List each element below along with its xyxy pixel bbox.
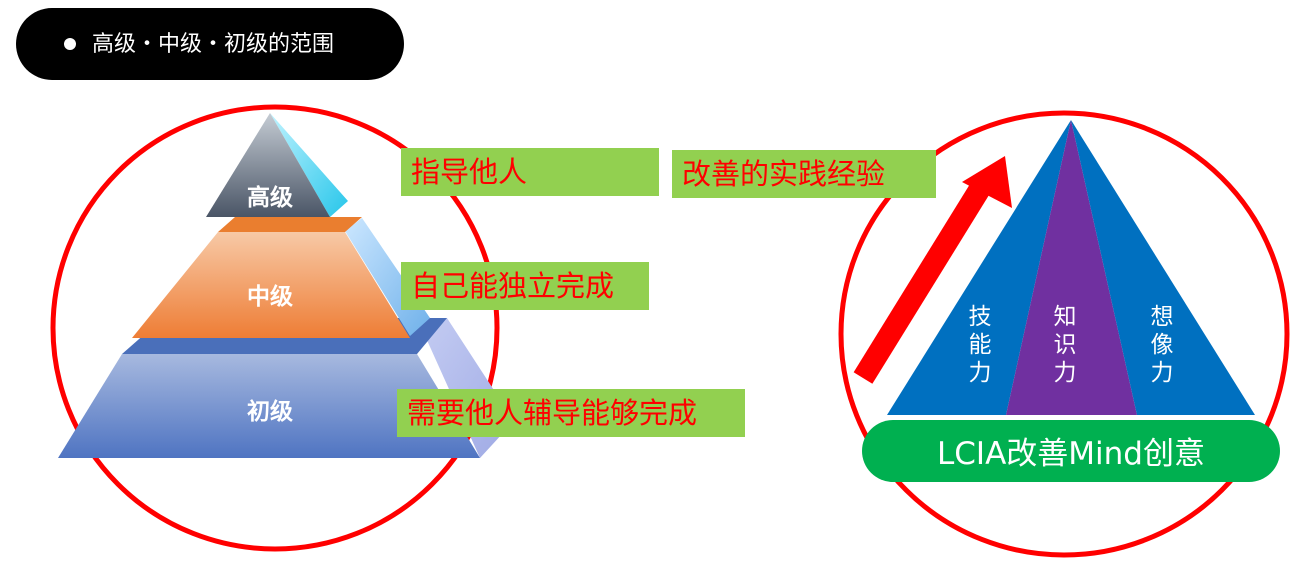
imagination-triangle-right bbox=[1071, 120, 1255, 415]
label-independent: 自己能独立完成 bbox=[401, 262, 649, 310]
pyramid-top-front bbox=[206, 113, 330, 217]
knowledge-triangle-center bbox=[1006, 120, 1137, 415]
mind-label: LCIA改善Mind创意 bbox=[937, 436, 1205, 472]
knowledge-label: 知识力 bbox=[1053, 304, 1077, 386]
skill-label: 技能力 bbox=[968, 304, 992, 386]
skill-triangle-left bbox=[887, 120, 1071, 415]
left-circle bbox=[50, 104, 500, 552]
right-circle bbox=[838, 110, 1290, 558]
imagination-label: 想像力 bbox=[1150, 304, 1174, 386]
pyramid-top-side bbox=[270, 113, 348, 217]
pyramid-middle-top bbox=[218, 217, 362, 232]
level-beginner: 初级 bbox=[247, 399, 293, 425]
label-needs-assistance: 需要他人辅导能够完成 bbox=[397, 389, 745, 437]
section-title-pill bbox=[16, 8, 404, 80]
label-guide-others: 指导他人 bbox=[401, 148, 659, 196]
growth-arrow-icon bbox=[853, 156, 1012, 384]
section-title: 高级・中级・初级的范围 bbox=[92, 32, 335, 57]
level-intermediate: 中级 bbox=[247, 284, 293, 310]
pyramid-middle-front bbox=[132, 232, 410, 338]
pyramid-base-front bbox=[58, 354, 480, 458]
mind-pill bbox=[862, 420, 1280, 482]
label-practice-experience: 改善的实践经验 bbox=[672, 150, 936, 198]
level-advanced: 高级 bbox=[247, 185, 293, 211]
bullet-icon bbox=[64, 38, 76, 50]
